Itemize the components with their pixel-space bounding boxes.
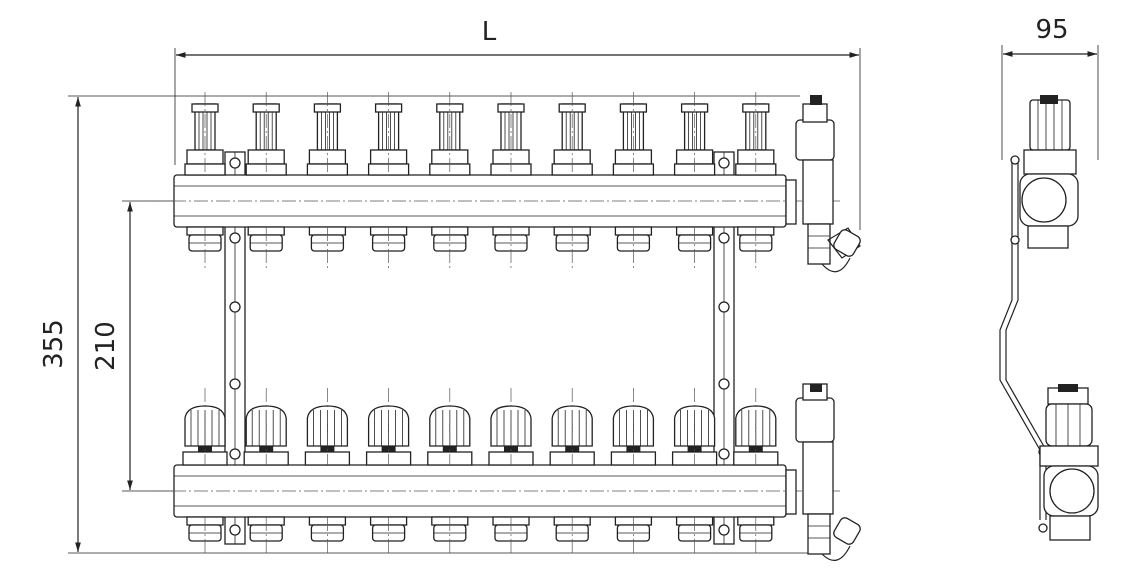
valve-caps xyxy=(182,388,779,466)
outlet-connector xyxy=(431,516,469,556)
outlet-connector xyxy=(308,226,347,268)
outlet-connector xyxy=(675,226,714,268)
valve-cap xyxy=(488,388,534,466)
flow-meters xyxy=(184,92,777,176)
side-view xyxy=(999,95,1099,541)
outlet-connector xyxy=(247,226,285,268)
outlet-connector xyxy=(614,226,653,268)
return-bar xyxy=(150,464,840,518)
supply-bar xyxy=(150,174,840,228)
flow-meter xyxy=(245,92,287,176)
flow-meter xyxy=(612,92,655,176)
outlet-connector xyxy=(737,516,775,556)
outlet-connector xyxy=(308,516,347,556)
flow-meter xyxy=(673,92,716,176)
outlet-connector xyxy=(247,516,285,556)
dimension-spacing: 210 xyxy=(91,200,175,492)
valve-cap xyxy=(671,388,718,466)
valve-cap xyxy=(243,388,289,466)
flow-meter xyxy=(367,92,410,176)
valve-cap xyxy=(733,388,779,466)
outlet-connector xyxy=(614,516,653,556)
outlet-connector xyxy=(431,226,469,268)
valve-cap xyxy=(610,388,657,466)
valve-cap xyxy=(182,388,228,466)
height-label: 355 xyxy=(39,319,69,369)
outlet-connector xyxy=(737,226,775,268)
outlet-connector xyxy=(492,516,530,556)
supply-outlets xyxy=(186,226,775,268)
outlet-connector xyxy=(553,516,591,556)
top-end-fitting xyxy=(785,95,861,273)
spacing-label: 210 xyxy=(91,321,121,371)
valve-cap xyxy=(304,388,351,466)
valve-cap xyxy=(365,388,412,466)
flow-meter xyxy=(735,92,777,176)
return-outlets xyxy=(186,516,775,556)
valve-cap xyxy=(427,388,473,466)
valve-cap xyxy=(549,388,595,466)
flow-meter xyxy=(490,92,532,176)
dimension-depth: 95 xyxy=(1001,15,1099,160)
outlet-connector xyxy=(675,516,714,556)
flow-meter xyxy=(429,92,471,176)
flow-meter xyxy=(306,92,349,176)
dimension-length: L xyxy=(174,17,861,230)
outlet-connector xyxy=(492,226,530,268)
bottom-end-fitting xyxy=(785,383,861,561)
outlet-connector xyxy=(186,226,224,268)
front-view xyxy=(150,92,861,561)
outlet-connector xyxy=(186,516,224,556)
flow-meter xyxy=(184,92,226,176)
outlet-connector xyxy=(369,516,408,556)
length-label: L xyxy=(482,17,497,47)
outlet-connector xyxy=(553,226,591,268)
flow-meter xyxy=(551,92,593,176)
depth-label: 95 xyxy=(1035,15,1068,45)
outlet-connector xyxy=(369,226,408,268)
